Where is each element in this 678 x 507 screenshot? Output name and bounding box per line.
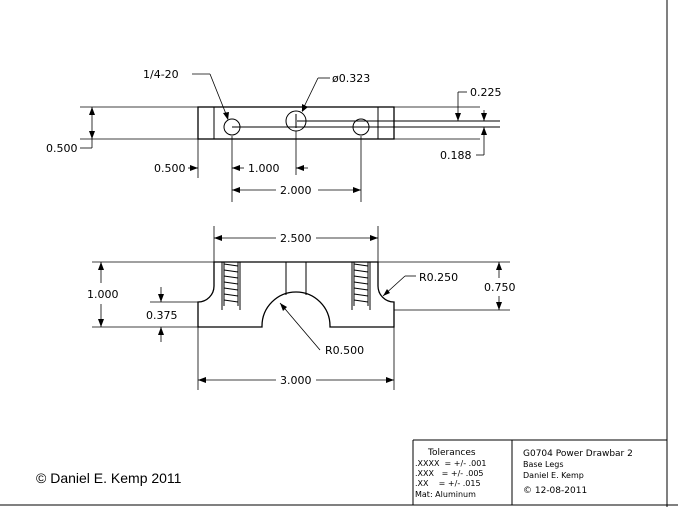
top-view-dimensions: 0.500 1/4-20 ø0.323 0.225 0.188 0.500 [46,68,502,202]
outer-hole-spacing-label: 2.000 [280,184,312,197]
drawing-date: © 12-08-2011 [523,486,587,496]
copyright-text: © Daniel E. Kemp 2011 [36,470,182,486]
front-view [197,261,395,328]
material-label: Mat: Aluminum [415,490,476,499]
upright-height-label: 0.750 [484,281,516,294]
bottom-offset-label: 0.188 [440,149,472,162]
total-width-label: 3.000 [280,374,312,387]
tolerance-4-places: .XXXX = +/- .001 [415,459,486,468]
tolerance-3-places: .XXX = +/- .005 [415,469,484,478]
front-view-dimensions: 2.500 1.000 0.375 R0.250 0.750 R0.500 [87,226,516,390]
title-block: Tolerances .XXXX = +/- .001 .XXX = +/- .… [412,439,667,505]
inner-width-label: 2.500 [280,232,312,245]
tolerances-title: Tolerances [427,448,476,458]
top-offset-label: 0.225 [470,86,502,99]
top-view [197,106,500,140]
tolerance-2-places: .XX = +/- .015 [415,479,481,488]
hole-diameter-callout: ø0.323 [332,72,370,85]
arch-radius-label: R0.500 [325,344,364,357]
hole-spacing-label: 1.000 [248,162,280,175]
tapped-hole-right [352,118,370,136]
total-height-label: 1.000 [87,288,119,301]
left-offset-label: 0.500 [154,162,186,175]
author-name: Daniel E. Kemp [523,471,584,480]
thread-callout: 1/4-20 [143,68,179,81]
corner-radius-label: R0.250 [419,271,458,284]
part-name: Base Legs [523,460,564,469]
step-height-label: 0.375 [146,309,178,322]
part-title: G0704 Power Drawbar 2 [523,449,633,459]
top-height-label: 0.500 [46,142,78,155]
tapped-hole-left [223,118,241,136]
